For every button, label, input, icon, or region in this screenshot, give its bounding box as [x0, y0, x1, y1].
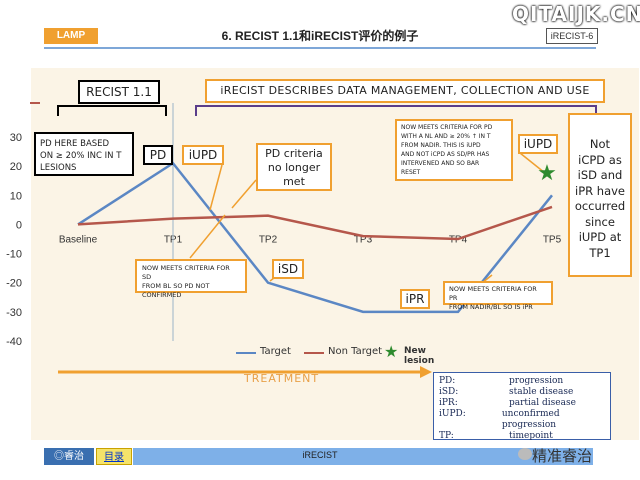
sd-criteria-line: NOW MEETS CRITERIA FOR SD: [142, 264, 230, 281]
pd-criteria-box: PD criteria no longer met: [256, 143, 332, 191]
glossary-desc: unconfirmed progression: [501, 409, 560, 430]
legend-nontarget-swatch: [304, 352, 324, 354]
treatment-arrow-head: [420, 366, 432, 378]
not-icpd-line: since: [585, 214, 615, 229]
pr-criteria-line: FROM NADIR/BL SO IS iPR: [449, 303, 533, 311]
footer-center-label: iRECIST: [302, 450, 338, 460]
x-tick-label: Baseline: [59, 234, 98, 245]
nontarget-series-line: [77, 205, 553, 241]
pd-nadir-line: RESET: [401, 169, 421, 176]
footer-strip: [133, 448, 593, 465]
legend-star-icon: ★: [384, 342, 399, 361]
glossary-row: PD: progression: [439, 376, 605, 387]
y-tick-label: 30: [10, 132, 22, 144]
legend-target-label: Target: [260, 346, 291, 357]
legend-nontarget-label: Non Target: [328, 346, 383, 357]
irecist-title-box: iRECIST DESCRIBES DATA MANAGEMENT, COLLE…: [205, 79, 605, 103]
pd-based-line: LESIONS: [40, 163, 77, 173]
glossary-term: iUPD:: [439, 409, 466, 419]
not-icpd-line: iPR have: [575, 183, 625, 198]
glossary-term: PD:: [439, 376, 456, 386]
callout-line: [231, 179, 257, 209]
y-tick-label: -20: [6, 278, 22, 290]
pr-criteria-line: NOW MEETS CRITERIA FOR PR: [449, 285, 537, 302]
not-icpd-box: Not iCPD as iSD and iPR have occurred si…: [568, 113, 632, 277]
pd-nadir-line: AND NOT iCPD AS SD/PR HAS: [401, 151, 490, 158]
header-rule: [44, 47, 596, 49]
glossary-desc: progression: [509, 376, 564, 386]
x-tick-label: TP2: [259, 234, 278, 245]
y-tick-label: -30: [6, 307, 22, 319]
recist-bracket: [57, 105, 167, 116]
glossary-box: PD: progression iSD: stable disease iPR: pa…: [433, 372, 611, 442]
glossary-term: iSD:: [439, 387, 459, 397]
pd-nadir-line: FROM NADIR. THIS IS iUPD: [401, 142, 481, 149]
not-icpd-line: iSD and: [577, 168, 623, 182]
pd-criteria-line: met: [283, 175, 305, 188]
pd-based-line: PD HERE BASED: [40, 139, 110, 149]
callout-line: [189, 214, 226, 259]
sd-criteria-line: CONFIRMED: [142, 291, 182, 299]
pd-based-box: PD HERE BASED ON ≥ 20% INC IN T LESIONS: [34, 132, 134, 176]
glossary-term: iPR:: [439, 398, 458, 408]
new-lesion-star-icon: ★: [537, 161, 557, 186]
pd-nadir-line: NOW MEETS CRITERIA FOR PD: [401, 124, 493, 131]
sd-criteria-box: NOW MEETS CRITERIA FOR SD FROM BL SO PD …: [135, 259, 247, 299]
pd-label: PD: [143, 145, 173, 165]
pr-criteria-box: NOW MEETS CRITERIA FOR PR FROM NADIR/BL …: [443, 281, 553, 311]
pd-criteria-line: PD criteria: [265, 147, 323, 160]
ipr-label: iPR: [400, 289, 430, 309]
glossary-row: iPR: partial disease: [439, 398, 605, 409]
legend-target-swatch: [236, 352, 256, 354]
isd-label: iSD: [272, 259, 304, 279]
y-tick-label: 20: [10, 161, 22, 173]
callout-line: [519, 152, 546, 174]
slide-title: 6. RECIST 1.1和iRECIST评价的例子: [221, 29, 419, 43]
watermark: QITAIJK.CN: [512, 2, 640, 26]
pd-nadir-line: WITH A NL AND ≥ 20% ↑ IN T: [401, 133, 491, 140]
wechat-icon: [518, 448, 532, 460]
recist-title-box: RECIST 1.1: [78, 80, 160, 104]
callout-line: [209, 164, 223, 211]
not-icpd-line: iUPD at: [578, 230, 622, 244]
glossary-desc: timepoint: [509, 431, 553, 441]
glossary-desc: partial disease: [509, 398, 576, 408]
x-tick-label: TP5: [543, 234, 562, 245]
not-icpd-line: Not: [589, 137, 611, 151]
lamp-badge: LAMP: [44, 28, 98, 44]
y-tick-label: 10: [10, 190, 22, 202]
treatment-label: TREATMENT: [244, 372, 320, 385]
toc-link[interactable]: 目录: [96, 448, 132, 465]
brand-label: 精准睿治: [532, 447, 593, 465]
iupd-label: iUPD: [182, 145, 224, 165]
footer-logo: ◎睿治: [44, 448, 94, 465]
not-icpd-line: TP1: [589, 245, 611, 260]
pd-nadir-line: INTERVENED AND SO BAR: [401, 160, 480, 167]
glossary-desc: stable disease: [509, 387, 574, 397]
glossary-term: TP:: [439, 431, 454, 441]
slide-tag: iRECIST-6: [546, 28, 598, 44]
pd-nadir-box: NOW MEETS CRITERIA FOR PD WITH A NL AND …: [395, 119, 513, 181]
sd-criteria-line: FROM BL SO PD NOT: [142, 282, 210, 290]
irecist-bracket: [195, 105, 597, 116]
glossary-row: iUPD: unconfirmed progression: [439, 409, 605, 431]
not-icpd-line: occurred: [574, 199, 626, 213]
glossary-row: TP: timepoint: [439, 431, 605, 442]
pd-criteria-line: no longer: [267, 161, 321, 174]
legend-newlesion-label: New lesion: [404, 346, 435, 366]
chart-legend: Target Non Target ★ New lesion: [236, 342, 436, 366]
x-tick-label: TP3: [354, 234, 373, 245]
not-icpd-line: iCPD as: [578, 152, 622, 167]
iupd-tp5-label: iUPD: [518, 134, 558, 154]
y-tick-label: -40: [6, 336, 22, 348]
pd-based-line: ON ≥ 20% INC IN T: [40, 151, 122, 161]
y-tick-label: -10: [6, 249, 22, 261]
y-tick-label: 0: [16, 219, 22, 231]
glossary-row: iSD: stable disease: [439, 387, 605, 398]
